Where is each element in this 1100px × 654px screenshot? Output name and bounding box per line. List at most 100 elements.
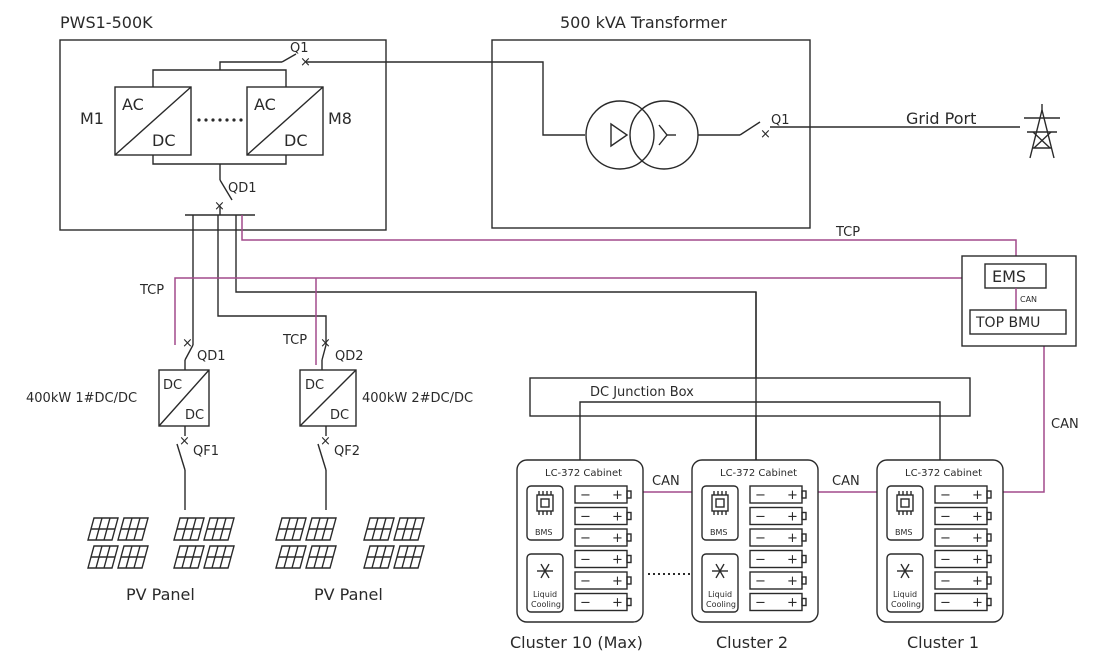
x-mark: × (300, 55, 311, 70)
battery-cabinets: LC-372 CabinetBMSLiquidCooling−+−+−+−+−+… (516, 459, 1004, 623)
battery-minus: − (580, 488, 591, 503)
grid-port-label: Grid Port (906, 109, 976, 128)
diagonal (114, 86, 192, 156)
solar-panel-icon (275, 545, 307, 569)
transformer-frame (491, 39, 811, 229)
pcs-block: PWS1-500K M1 M8 AC DC AC DC Q1 × (59, 13, 387, 231)
cooling-label-1: Liquid (533, 590, 557, 599)
dc-bus-bottom (152, 155, 287, 165)
breaker-qd1-label: QD1 (228, 181, 257, 196)
can-label-c2-c1: CAN (832, 474, 860, 489)
top-bmu-label: TOP BMU (975, 315, 1040, 331)
ems-box (984, 263, 1047, 289)
battery-minus: − (755, 596, 766, 611)
lc372-cabinet: LC-372 CabinetBMSLiquidCooling−+−+−+−+−+… (516, 459, 644, 623)
battery-plus: + (787, 510, 798, 525)
cooling-label-2: Cooling (891, 600, 921, 609)
dc-bus-wires (192, 215, 757, 460)
chip-icon (711, 491, 729, 515)
switch-icon (281, 53, 297, 63)
dc-junction-box: DC Junction Box (529, 292, 971, 460)
acdc-box (246, 86, 324, 156)
dcdc2-bottom-breaker: QF2 (334, 444, 360, 459)
q1-lead (219, 61, 282, 70)
converter-module-m8: AC DC (246, 86, 324, 156)
x-mark: × (320, 434, 331, 449)
battery-minus: − (940, 531, 951, 546)
can-right-label: CAN (1051, 417, 1079, 432)
cooling-label-2: Cooling (531, 600, 561, 609)
top-bmu-box (969, 309, 1067, 335)
battery-icon: −+ (574, 485, 632, 504)
cabinet-title: LC-372 Cabinet (720, 468, 797, 479)
battery-plus: + (787, 553, 798, 568)
battery-icon: −+ (934, 485, 992, 504)
x-mark: × (760, 127, 771, 142)
switch-icon (321, 344, 327, 361)
transformer-breaker-label: Q1 (771, 113, 790, 128)
cluster-name-1: Cluster 1 (907, 633, 979, 652)
battery-icon: −+ (934, 506, 992, 526)
chip-icon (536, 491, 554, 515)
battery-icon: −+ (934, 528, 992, 547)
tcp-label-dcdc2: TCP (282, 333, 307, 348)
bms-module: BMS (886, 485, 924, 541)
battery-plus: + (787, 488, 798, 503)
diagonal (158, 369, 210, 427)
transmission-tower-icon (1024, 104, 1060, 159)
junction-box-frame (529, 377, 971, 417)
bms-label: BMS (710, 528, 727, 537)
switch-icon (184, 344, 194, 361)
switch-icon (219, 179, 233, 201)
battery-icon: −+ (574, 592, 632, 612)
snowflake-icon (712, 563, 728, 579)
dc-label: DC (152, 131, 176, 150)
pcs-frame (59, 39, 387, 231)
battery-plus: + (612, 553, 623, 568)
cabinet-title: LC-372 Cabinet (905, 468, 982, 479)
solar-panel-icon (87, 517, 119, 541)
solar-panel-icon (117, 517, 149, 541)
lc372-cabinet: LC-372 CabinetBMSLiquidCooling−+−+−+−+−+… (876, 459, 1004, 623)
bms-label: BMS (535, 528, 552, 537)
solar-panel-icon (305, 545, 337, 569)
x-mark: × (320, 336, 331, 351)
switch-icon (176, 443, 186, 471)
battery-icon: −+ (749, 571, 807, 590)
chip-icon (896, 491, 914, 515)
battery-plus: + (787, 574, 798, 589)
dcdc1-label: 400kW 1#DC/DC (26, 391, 137, 406)
battery-plus: + (972, 574, 983, 589)
battery-plus: + (972, 596, 983, 611)
battery-plus: + (612, 596, 623, 611)
solar-panel-icon (173, 545, 205, 569)
solar-panel-icon (393, 545, 425, 569)
tcp-line-ems (241, 215, 1017, 262)
battery-icon: −+ (749, 485, 807, 504)
battery-minus: − (755, 531, 766, 546)
battery-icon: −+ (749, 549, 807, 569)
battery-minus: − (940, 596, 951, 611)
solar-panel-icon (203, 517, 235, 541)
battery-icon: −+ (749, 592, 807, 612)
snowflake-icon (897, 563, 913, 579)
lc372-cabinet: LC-372 CabinetBMSLiquidCooling−+−+−+−+−+… (691, 459, 819, 623)
pcs-title: PWS1-500K (60, 13, 153, 32)
battery-icon: −+ (934, 571, 992, 590)
cooling-label-2: Cooling (706, 600, 736, 609)
battery-minus: − (755, 553, 766, 568)
switch-icon (317, 443, 327, 471)
pv-panel-label-2: PV Panel (314, 585, 383, 604)
solar-panel-icon (117, 545, 149, 569)
snowflake-icon (537, 563, 553, 579)
transformer-icon (585, 100, 699, 170)
battery-icon: −+ (574, 506, 632, 526)
battery-icon: −+ (574, 528, 632, 547)
battery-plus: + (612, 531, 623, 546)
battery-plus: + (972, 488, 983, 503)
x-mark: × (182, 336, 193, 351)
dc-label-b: DC (330, 408, 349, 423)
battery-minus: − (755, 488, 766, 503)
